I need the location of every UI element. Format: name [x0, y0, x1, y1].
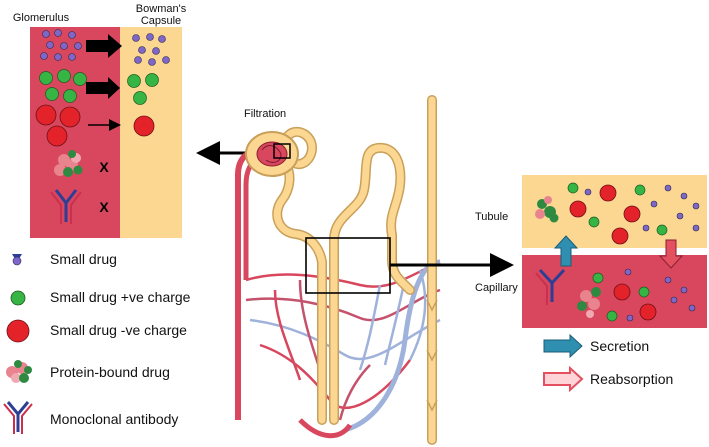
legend-antibody-icon — [3, 401, 33, 434]
legend-reabsorption-arrow — [543, 365, 584, 393]
blocked-mark-antibody: X — [99, 199, 109, 215]
renal-tubule-fill — [273, 96, 436, 444]
glomerulus-inset: X X — [30, 27, 182, 238]
legend-negative-icon — [6, 319, 30, 343]
capillary-antibody — [535, 268, 566, 305]
legend-positive-icon — [10, 290, 26, 306]
capillary-label: Capillary — [475, 282, 518, 294]
capillary-negative-drugs — [613, 283, 657, 321]
filtration-arrow-medium — [86, 77, 120, 99]
tubule-capillary-inset — [522, 175, 707, 328]
bowmans-capsule-label: Bowman's Capsule — [128, 3, 194, 27]
tubule-protein-bound — [535, 196, 559, 223]
legend-positive-label: Small drug +ve charge — [50, 289, 191, 305]
tubule-negative-drugs — [569, 184, 641, 245]
filtration-arrow-large — [86, 34, 122, 58]
antibody-blood — [50, 189, 82, 224]
blocked-mark-protein: X — [99, 159, 109, 175]
secretion-arrow-inset — [553, 235, 579, 267]
glomerulus-label: Glomerulus — [12, 12, 70, 24]
legend-negative-label: Small drug -ve charge — [50, 322, 187, 338]
secretion-label: Secretion — [590, 338, 650, 354]
bowmans-label-line-2: Capsule — [140, 15, 182, 27]
filtration-site-box — [273, 143, 291, 159]
filtration-label: Filtration — [244, 108, 287, 120]
tubule-small-drugs — [584, 184, 700, 232]
negative-drug-cluster — [35, 104, 155, 147]
bowmans-label-line-1: Bowman's — [135, 3, 187, 15]
renal-tubule — [272, 95, 437, 445]
small-drug-cluster-blood — [40, 29, 82, 61]
capillary-positive-drugs — [592, 272, 650, 322]
legend-antibody-label: Monoclonal antibody — [50, 411, 179, 427]
reabsorption-label: Reabsorption — [590, 371, 674, 387]
afferent-arteriole — [235, 147, 263, 420]
capillary-small-drugs — [624, 268, 696, 322]
legend-protein-icon — [6, 360, 32, 383]
collecting-duct-flow-arrows — [426, 299, 438, 412]
efferent-arteriole — [243, 155, 263, 280]
reabsorption-arrow-inset — [658, 239, 684, 269]
nephron — [235, 95, 441, 445]
legend-small-drug-icon — [12, 254, 22, 266]
tubule-label: Tubule — [475, 211, 509, 223]
glomerulus-loops — [261, 145, 282, 163]
protein-bound-drug-blood — [54, 150, 83, 177]
legend-secretion-arrow — [543, 333, 583, 359]
legend-small-drug-label: Small drug — [50, 251, 117, 267]
legend — [3, 254, 33, 434]
positive-drug-cluster — [39, 69, 159, 105]
venous-return — [344, 259, 441, 433]
legend-protein-label: Protein-bound drug — [50, 364, 170, 380]
capillary-protein-bound — [577, 287, 601, 318]
small-drug-cluster-capsule — [132, 33, 170, 66]
renal-vein-segment — [298, 418, 353, 439]
tubule-positive-drugs — [567, 182, 668, 236]
glomerulus-blood-panel — [30, 27, 120, 238]
